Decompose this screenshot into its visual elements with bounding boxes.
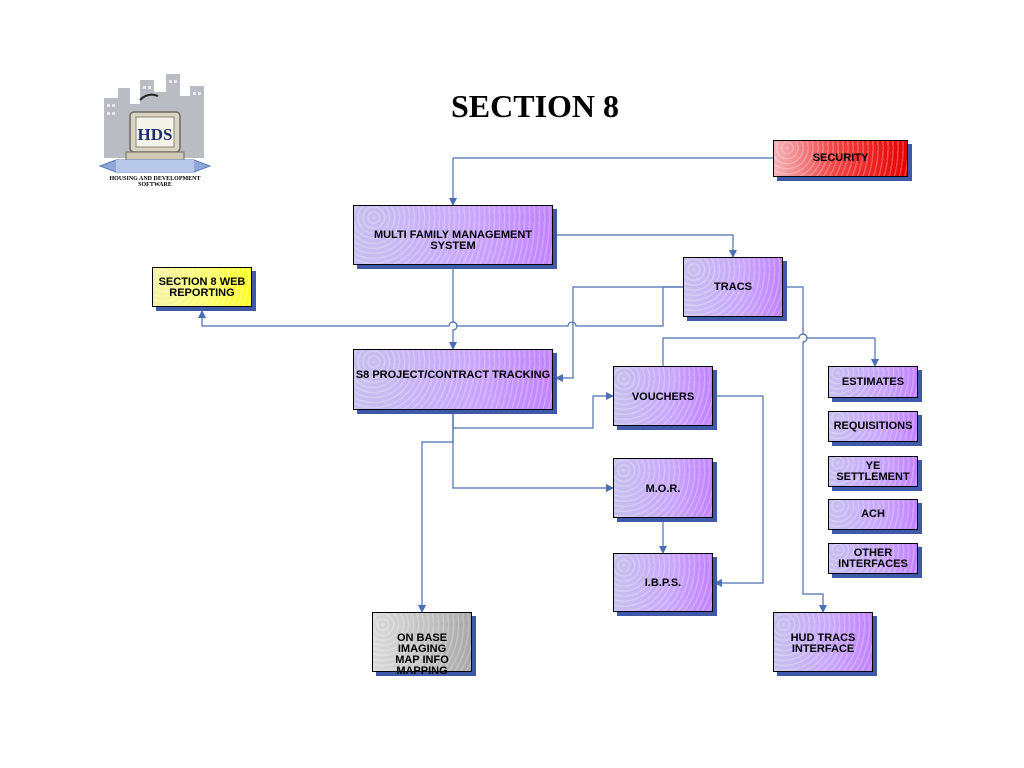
section-8-web-reporting-box[interactable]: SECTION 8 WEB REPORTING [152,267,252,307]
ibps-label: I.B.P.S. [644,577,682,589]
connector-vouchers-estimates [662,333,879,367]
svg-text:HDS: HDS [138,125,173,144]
mor-label: M.O.R. [645,483,681,495]
on-base-imaging-box[interactable]: ON BASE IMAGING MAP INFO MAPPING [372,612,472,677]
security-box[interactable]: SECURITY [773,140,908,177]
hds-logo: HDS [96,70,214,188]
multi-family-management-system-box[interactable]: MULTI FAMILY MANAGEMENT SYSTEM [353,205,553,265]
s8-project-contract-tracking-label: S8 PROJECT/CONTRACT TRACKING [355,369,551,381]
other-interfaces-label: OTHER INTERFACES [838,546,908,570]
vouchers-label: VOUCHERS [631,391,695,403]
connector-vouchers-ibps [713,395,764,587]
connector-s8-mor [452,410,614,492]
connector-security-mfms [449,157,773,206]
connector-mfms-s8 [449,265,458,350]
on-base-imaging-label: ON BASE IMAGING MAP INFO MAPPING [395,632,449,677]
s8-project-contract-tracking-box[interactable]: S8 PROJECT/CONTRACT TRACKING [353,349,553,410]
connector-tracs-s8 [555,286,683,382]
hud-tracs-interface-box[interactable]: HUD TRACS INTERFACE [773,612,873,672]
tracs-label: TRACS [714,281,752,293]
connector-tracs-web [198,286,683,327]
mor-box[interactable]: M.O.R. [613,458,713,518]
estimates-label: ESTIMATES [841,375,905,388]
section-8-web-reporting-label: SECTION 8 WEB REPORTING [158,276,246,299]
ye-settlement-label: YE SETTLEMENT [836,459,910,483]
hud-tracs-interface-label: HUD TRACS INTERFACE [790,632,856,655]
security-label: SECURITY [812,152,869,164]
requisitions-box[interactable]: REQUISITIONS [828,411,918,442]
multi-family-management-system-label: MULTI FAMILY MANAGEMENT SYSTEM [373,229,533,252]
estimates-box[interactable]: ESTIMATES [828,366,918,398]
connector-s8-onbase [418,410,454,613]
logo-caption: HOUSING AND DEVELOPMENT SOFTWARE [109,176,201,188]
connector-mfms-tracs [553,234,737,258]
page-title: SECTION 8 [450,88,620,124]
ach-label: ACH [861,508,885,520]
ye-settlement-box[interactable]: YE SETTLEMENT [828,456,918,487]
ach-box[interactable]: ACH [828,499,918,530]
vouchers-box[interactable]: VOUCHERS [613,366,713,426]
requisitions-label: REQUISITIONS [833,420,913,432]
tracs-box[interactable]: TRACS [683,257,783,317]
other-interfaces-box[interactable]: OTHER INTERFACES [828,543,918,574]
ibps-box[interactable]: I.B.P.S. [613,553,713,612]
connector-tracs-hud [783,286,827,613]
